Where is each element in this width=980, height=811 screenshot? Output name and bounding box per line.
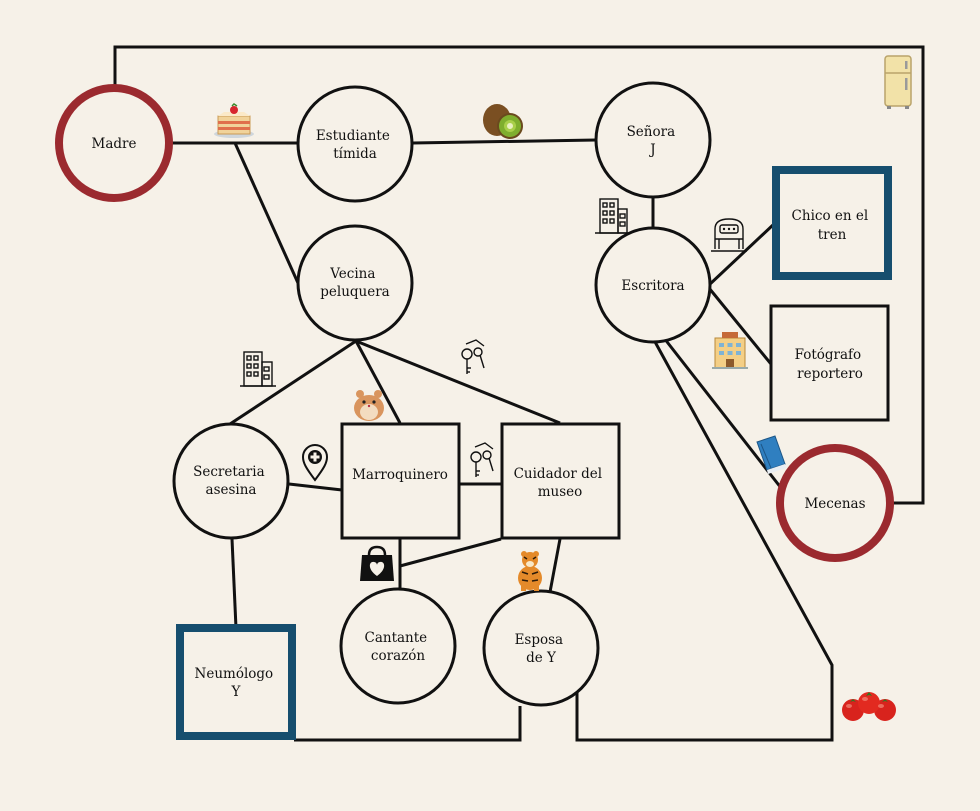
edge-cuidador-esposa <box>548 538 562 593</box>
key-icon <box>461 339 485 374</box>
svg-text:Señora J: Señora J <box>627 124 680 158</box>
building-icon <box>595 198 631 234</box>
node-cuidador[interactable]: Cuidador del museo <box>500 422 621 540</box>
book-icon <box>756 435 786 474</box>
edge-vecina-marroquinero <box>354 340 402 424</box>
location-pin-icon <box>301 444 329 482</box>
svg-text:Chico en el tren: Chico en el tren <box>792 208 873 243</box>
edge-escritora-tomato <box>575 339 834 742</box>
edge-escritora-mecenas <box>662 337 787 494</box>
svg-text:Fotógrafo reportero: Fotógrafo reportero <box>795 347 866 382</box>
node-marroquinero[interactable]: Marroquinero <box>340 422 461 540</box>
key-icon <box>470 442 494 477</box>
node-senora-line-1: Señora <box>627 124 676 140</box>
svg-text:Escritora: Escritora <box>621 278 684 294</box>
node-cuidador-line-1: Cuidador del <box>514 466 603 482</box>
node-vecina-line-1: Vecina <box>329 266 375 282</box>
edge-madre-vecina <box>233 142 300 284</box>
node-escritora[interactable]: Escritora <box>594 226 712 344</box>
edge-secretaria-marroquinero <box>288 482 343 492</box>
edge-escritora-chico <box>707 222 776 287</box>
edge-neumologo-esposa <box>294 706 522 742</box>
node-fotografo[interactable]: Fotógrafo reportero <box>769 304 890 422</box>
node-secretaria-line-2: asesina <box>206 482 257 498</box>
svg-text:Cantante corazón: Cantante corazón <box>365 630 432 664</box>
svg-text:Vecina peluquera: Vecina peluquera <box>320 266 389 300</box>
svg-text:Secretaria asesina: Secretaria asesina <box>193 464 269 498</box>
tiger-icon <box>518 551 542 591</box>
node-estudiante[interactable]: Estudiante tímida <box>296 85 414 203</box>
svg-text:Cuidador del museo: Cuidador del museo <box>514 466 607 500</box>
svg-text:Estudiante tímida: Estudiante tímida <box>316 128 394 162</box>
edge-vecina-secretaria <box>229 339 357 426</box>
node-secretaria-line-1: Secretaria <box>193 464 265 480</box>
node-fotografo-line-1: Fotógrafo <box>795 347 862 363</box>
node-chico[interactable]: Chico en el tren <box>772 166 892 280</box>
node-cantante-line-1: Cantante <box>365 630 428 646</box>
edge-vecina-cuidador <box>355 339 561 425</box>
node-escritora-line-1: Escritora <box>621 278 684 294</box>
node-senora[interactable]: Señora J <box>594 81 712 199</box>
kiwi-icon <box>483 104 523 139</box>
node-vecina[interactable]: Vecina peluquera <box>296 224 414 342</box>
edge-madre-mecenas <box>113 45 925 505</box>
node-estudiante-line-2: tímida <box>333 146 377 162</box>
node-madre[interactable]: Madre <box>55 84 173 202</box>
node-neumologo-line-1: Neumólogo <box>195 666 274 682</box>
node-senora-line-2: J <box>648 142 655 158</box>
hotel-icon <box>712 332 748 369</box>
shopping-bag-icon <box>360 545 394 581</box>
edges <box>113 45 925 742</box>
edge-cuidador-cantante <box>399 537 502 568</box>
node-cuidador-line-2: museo <box>538 484 583 500</box>
edge-escritora-fotografo <box>707 287 773 365</box>
cake-icon <box>214 103 254 138</box>
fridge-icon <box>884 55 912 109</box>
edge-estudiante-senora <box>412 138 597 145</box>
svg-text:Mecenas: Mecenas <box>804 496 865 512</box>
node-secretaria[interactable]: Secretaria asesina <box>172 422 290 540</box>
node-estudiante-line-1: Estudiante <box>316 128 390 144</box>
node-cantante[interactable]: Cantante corazón <box>339 587 457 705</box>
node-vecina-line-2: peluquera <box>320 284 389 300</box>
node-neumologo-line-2: Y <box>231 684 242 700</box>
svg-text:Marroquinero: Marroquinero <box>352 467 448 483</box>
node-esposa-line-2: de Y <box>526 650 557 666</box>
node-chico-line-2: tren <box>818 227 847 243</box>
node-cantante-line-2: corazón <box>371 648 425 664</box>
node-neumologo[interactable]: Neumólogo Y <box>176 624 296 740</box>
node-chico-line-1: Chico en el <box>792 208 869 224</box>
hamster-icon <box>354 390 384 421</box>
train-icon <box>711 218 747 252</box>
node-madre-line-1: Madre <box>92 136 137 152</box>
svg-text:Neumólogo Y: Neumólogo Y <box>195 666 278 700</box>
node-mecenas[interactable]: Mecenas <box>776 444 894 562</box>
node-marroquinero-line-1: Marroquinero <box>352 467 448 483</box>
node-esposa[interactable]: Esposa de Y <box>482 589 600 707</box>
node-mecenas-line-1: Mecenas <box>804 496 865 512</box>
svg-text:Madre: Madre <box>92 136 137 152</box>
edge-secretaria-neumologo <box>230 538 238 629</box>
svg-text:Esposa de Y: Esposa de Y <box>515 632 568 666</box>
node-fotografo-line-2: reportero <box>797 366 863 382</box>
building-icon <box>240 351 276 387</box>
tomato-icon <box>842 692 896 721</box>
node-esposa-line-1: Esposa <box>515 632 564 648</box>
